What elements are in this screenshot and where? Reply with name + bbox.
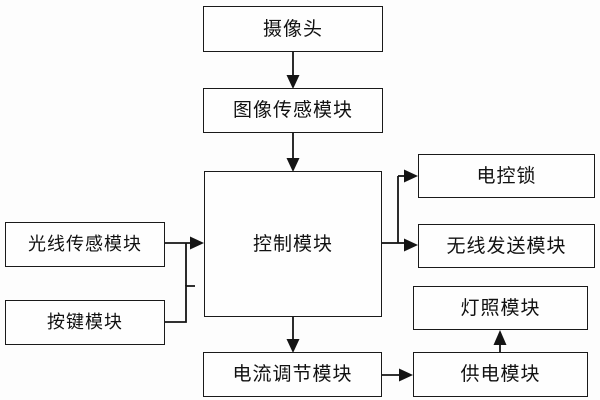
node-power-supply-module[interactable]: 供电模块 (413, 352, 588, 397)
edge-current-to-power (382, 368, 413, 382)
node-wireless-transmit-module[interactable]: 无线发送模块 (418, 224, 595, 268)
node-image-sensor-module-label: 图像传感模块 (232, 99, 353, 121)
node-light-sensor-module[interactable]: 光线传感模块 (5, 222, 165, 267)
node-current-regulation-module-label: 电流调节模块 (232, 363, 353, 385)
edge-image-sensor-to-control (286, 133, 300, 172)
node-wireless-transmit-module-label: 无线发送模块 (446, 234, 567, 257)
edge-control-to-lock-and-wireless (382, 169, 418, 252)
node-key-module-label: 按键模块 (47, 311, 123, 333)
edge-camera-to-image-sensor (286, 52, 300, 89)
node-lighting-module[interactable]: 灯照模块 (413, 286, 588, 330)
node-electric-lock[interactable]: 电控锁 (418, 154, 595, 198)
edge-power-to-lighting (493, 330, 507, 352)
edge-light-sensor-to-control (165, 236, 204, 250)
node-control-module[interactable]: 控制模块 (204, 171, 382, 317)
node-electric-lock-label: 电控锁 (476, 164, 537, 187)
node-lighting-module-label: 灯照模块 (460, 296, 541, 319)
node-key-module[interactable]: 按键模块 (5, 300, 165, 345)
edge-key-to-control (165, 243, 195, 323)
node-current-regulation-module[interactable]: 电流调节模块 (203, 352, 382, 397)
node-camera[interactable]: 摄像头 (203, 6, 383, 52)
node-light-sensor-module-label: 光线传感模块 (28, 233, 142, 255)
node-control-module-label: 控制模块 (252, 232, 333, 255)
node-image-sensor-module[interactable]: 图像传感模块 (203, 88, 383, 133)
node-power-supply-module-label: 供电模块 (460, 363, 541, 385)
edge-control-to-current (286, 317, 300, 353)
node-camera-label: 摄像头 (262, 17, 323, 40)
